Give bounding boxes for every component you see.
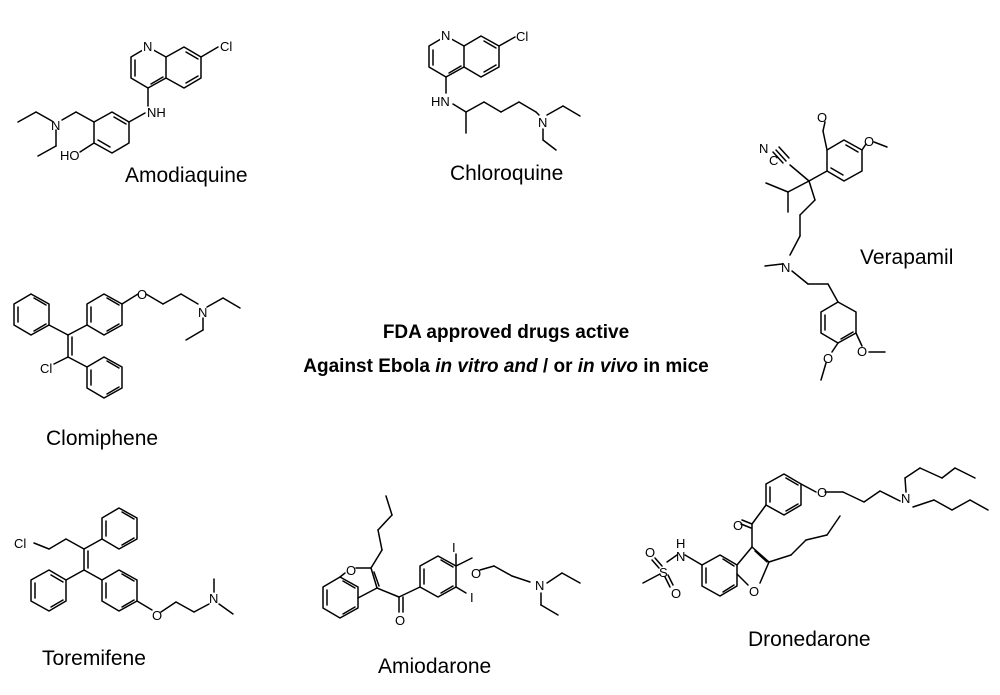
molecule-name: Dronedarone	[748, 628, 871, 651]
oxygen-label: O	[733, 518, 743, 533]
nitrogen-label: N	[51, 118, 60, 133]
caption-segment: or	[554, 356, 578, 377]
nitrogen-label: N	[441, 28, 450, 43]
oxygen-label: O	[817, 485, 827, 500]
oxygen-label: O	[671, 586, 681, 601]
verapamil-structure: O O N C N O O Verapamil	[759, 110, 953, 381]
molecule-name: Clomiphene	[46, 427, 158, 450]
chlorine-label: Cl	[220, 39, 232, 54]
hydroxyl-label: HO	[60, 148, 80, 163]
amodiaquine-structure: N Cl N NH HO Amodiaquine	[17, 39, 248, 187]
iodine-label: I	[470, 590, 474, 605]
nitrogen-label: N	[535, 578, 544, 593]
nitrogen-label: N	[198, 305, 207, 320]
caption-line-2: Against Ebola in vitro and / or in vivo …	[303, 356, 708, 377]
oxygen-label: O	[857, 344, 867, 359]
nitrogen-label: N	[781, 260, 790, 275]
nitrogen-label: N	[676, 549, 685, 564]
caption-segment: in mice	[638, 356, 709, 377]
sulfur-label: S	[659, 565, 668, 580]
chloroquine-structure: N Cl HN N Chloroquine	[428, 28, 581, 185]
molecule-name: Amiodarone	[378, 655, 491, 678]
oxygen-label: O	[152, 608, 162, 623]
molecule-name: Amodiaquine	[125, 164, 248, 187]
amiodarone-structure: I I O N O O Amiodarone	[322, 495, 581, 678]
nitrogen-label: N	[538, 115, 547, 130]
molecule-name: Chloroquine	[450, 162, 563, 185]
oxygen-label: O	[471, 566, 481, 581]
amine-label: HN	[431, 94, 450, 109]
chlorine-label: Cl	[40, 361, 52, 376]
amine-label: NH	[147, 105, 166, 120]
oxygen-label: O	[749, 584, 759, 599]
oxygen-label: O	[346, 563, 356, 578]
caption-segment: Against Ebola	[303, 356, 435, 377]
nitrogen-label: N	[143, 39, 152, 54]
oxygen-label: O	[864, 134, 874, 149]
oxygen-label: O	[137, 287, 147, 302]
chlorine-label: Cl	[14, 536, 26, 551]
caption-line-1: FDA approved drugs active	[383, 322, 629, 343]
caption-segment-italic: in vitro and	[435, 356, 538, 377]
molecule-name: Verapamil	[860, 246, 953, 269]
toremifene-structure: Cl O N Toremifene	[14, 507, 234, 670]
oxygen-label: O	[645, 545, 655, 560]
nitrile-nitrogen-label: N	[759, 141, 768, 156]
caption-segment: /	[538, 356, 554, 377]
clomiphene-structure: O N Cl Clomiphene	[13, 287, 241, 450]
molecule-name: Toremifene	[42, 647, 146, 670]
nitrogen-label: N	[901, 491, 910, 506]
iodine-label: I	[452, 540, 456, 555]
oxygen-label: O	[823, 351, 833, 366]
oxygen-label: O	[395, 613, 405, 628]
nitrile-carbon-label: C	[769, 153, 778, 168]
hydrogen-label: H	[676, 536, 685, 551]
dronedarone-structure: O O N S O O H N O Dronedarone	[642, 467, 989, 651]
chlorine-label: Cl	[516, 29, 528, 44]
nitrogen-label: N	[209, 591, 218, 606]
oxygen-label: O	[817, 110, 827, 125]
caption-segment-italic: in vivo	[578, 356, 638, 377]
